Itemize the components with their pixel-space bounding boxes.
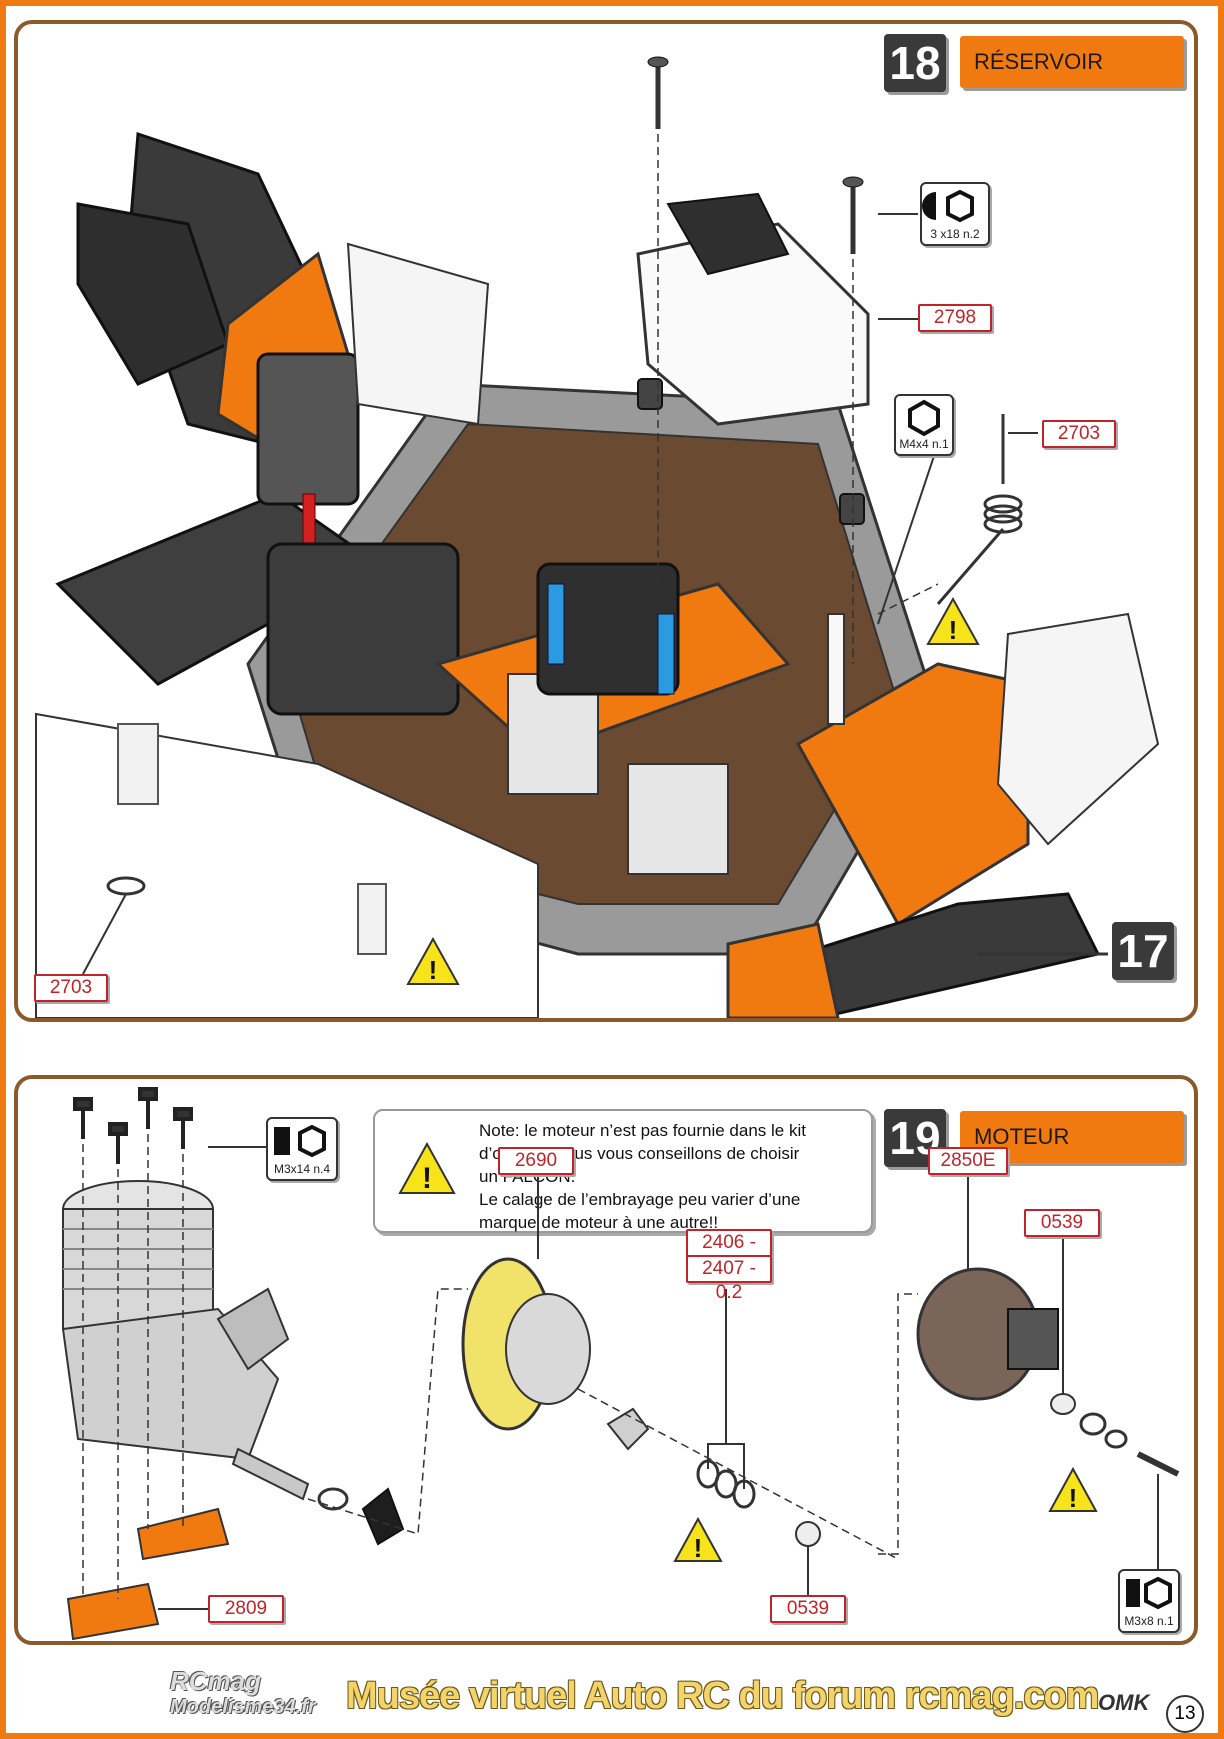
inset-post-1 bbox=[117, 723, 159, 805]
fuel-tank-cap bbox=[666, 192, 790, 276]
hex-screw-icon bbox=[274, 1124, 326, 1158]
crankshaft bbox=[231, 1447, 310, 1501]
part-2690: 2690 bbox=[498, 1147, 574, 1175]
warning-icon-note: ! bbox=[398, 1141, 456, 1195]
hw-m3x14: M3x14 n.4 bbox=[266, 1117, 338, 1181]
flywheel-clutch bbox=[505, 1293, 591, 1405]
clutch-washer-1 bbox=[1079, 1412, 1107, 1436]
step-17-number: 17 bbox=[1112, 922, 1174, 980]
wing-mount-left bbox=[76, 202, 230, 386]
hw-m3x8-label: M3x8 n.1 bbox=[1124, 1614, 1174, 1628]
rcmag-logo-line2: Modelisme34.fr bbox=[170, 1696, 316, 1718]
leader-nut bbox=[877, 443, 939, 625]
part-2703-inset: 2703 bbox=[34, 974, 108, 1002]
bearing-0539-upper bbox=[1050, 1393, 1076, 1415]
carburetor bbox=[216, 1287, 290, 1371]
rcmag-logo: RCmag Modelisme34.fr bbox=[170, 1668, 316, 1720]
part-2407: 2407 - 0.2 bbox=[686, 1255, 772, 1303]
hw-nut-label: M4x4 n.1 bbox=[899, 437, 949, 451]
clutch-pinion bbox=[1007, 1308, 1059, 1370]
servo-steering bbox=[627, 763, 729, 875]
bottom-assembly-lines bbox=[82, 1134, 918, 1599]
engine-block bbox=[61, 1180, 310, 1501]
step-19-panel: ! Note: le moteur n’est pas fournie dans… bbox=[14, 1075, 1198, 1645]
note-line-1: Note: le moteur n’est pas fournie dans l… bbox=[479, 1121, 806, 1140]
fuel-spring bbox=[936, 414, 1023, 605]
engine-mount-2 bbox=[66, 1582, 160, 1641]
screw-head-icon bbox=[922, 189, 974, 223]
svg-text:!: ! bbox=[694, 1533, 703, 1563]
hw-screw-label: 3 x18 n.2 bbox=[930, 227, 980, 241]
front-bumper bbox=[726, 922, 840, 1018]
page-number: 13 bbox=[1166, 1695, 1204, 1733]
part-2809: 2809 bbox=[208, 1595, 284, 1623]
leader-inset-2703 bbox=[82, 893, 127, 975]
hw-nut-m4x4: M4x4 n.1 bbox=[894, 394, 954, 456]
rear-hub bbox=[346, 242, 490, 426]
part-0539-lower: 0539 bbox=[770, 1595, 846, 1623]
hw-m3x14-label: M3x14 n.4 bbox=[273, 1162, 331, 1176]
flywheel-cone bbox=[361, 1487, 405, 1546]
bearing-0539-lower bbox=[795, 1521, 821, 1547]
warning-icon-top-1: ! bbox=[926, 596, 980, 645]
inset-detail bbox=[35, 712, 539, 1018]
engine-illustration: ! ! bbox=[61, 1087, 1180, 1641]
warning-icon-bottom-1: ! bbox=[673, 1516, 723, 1563]
warning-icon-top-2: ! bbox=[406, 936, 460, 985]
part-2850e: 2850E bbox=[928, 1147, 1008, 1175]
part-0539-upper: 0539 bbox=[1024, 1209, 1100, 1237]
part-2406: 2406 - 0.1 bbox=[686, 1229, 772, 1277]
inset-post-2 bbox=[357, 883, 387, 955]
museum-watermark: Musée virtuel Auto RC du forum rcmag.com bbox=[346, 1675, 1099, 1717]
screw-long-1 bbox=[647, 56, 669, 129]
omk-brand: OMK bbox=[1098, 1690, 1150, 1715]
svg-text:!: ! bbox=[422, 1162, 432, 1195]
chassis-illustration: ! ! bbox=[35, 56, 1160, 1018]
clutch-screw bbox=[1136, 1451, 1180, 1477]
svg-text:!: ! bbox=[949, 615, 958, 645]
svg-text:!: ! bbox=[1069, 1483, 1078, 1513]
screw-long-2 bbox=[842, 176, 864, 254]
clutch-washer-2 bbox=[1104, 1429, 1128, 1449]
note-line-4: Le calage de l’embrayage peu varier d’un… bbox=[479, 1190, 801, 1209]
hex-screw-small-icon bbox=[1126, 1576, 1172, 1610]
hw-m3x8: M3x8 n.1 bbox=[1118, 1569, 1180, 1633]
blue-link-left bbox=[547, 583, 565, 665]
step-18-panel: 18 RÉSERVOIR bbox=[14, 20, 1198, 1022]
warning-icon-bottom-2: ! bbox=[1048, 1466, 1098, 1513]
nut-icon bbox=[908, 399, 940, 437]
center-diff bbox=[536, 562, 680, 696]
step-18-number: 18 bbox=[884, 34, 946, 92]
step-18-title: RÉSERVOIR bbox=[960, 36, 1184, 88]
rcmag-logo-line1: RCmag bbox=[170, 1666, 262, 1696]
svg-text:!: ! bbox=[429, 955, 438, 985]
tank-post bbox=[827, 613, 845, 725]
standoff-1 bbox=[637, 378, 663, 410]
rear-gearbox bbox=[256, 352, 360, 506]
engine-screws bbox=[73, 1087, 193, 1164]
fuel-tank bbox=[636, 222, 870, 426]
engine-mount-1 bbox=[136, 1507, 230, 1561]
standoff-2 bbox=[839, 493, 865, 525]
part-2798: 2798 bbox=[918, 304, 992, 332]
receiver-box bbox=[266, 542, 460, 716]
front-hub bbox=[996, 612, 1160, 846]
blue-link-right bbox=[657, 613, 675, 695]
part-2703-top: 2703 bbox=[1042, 420, 1116, 448]
engine-washer bbox=[317, 1487, 349, 1511]
hw-screw-3x18: 3 x18 n.2 bbox=[920, 182, 990, 246]
assembly-line-3 bbox=[877, 583, 939, 615]
